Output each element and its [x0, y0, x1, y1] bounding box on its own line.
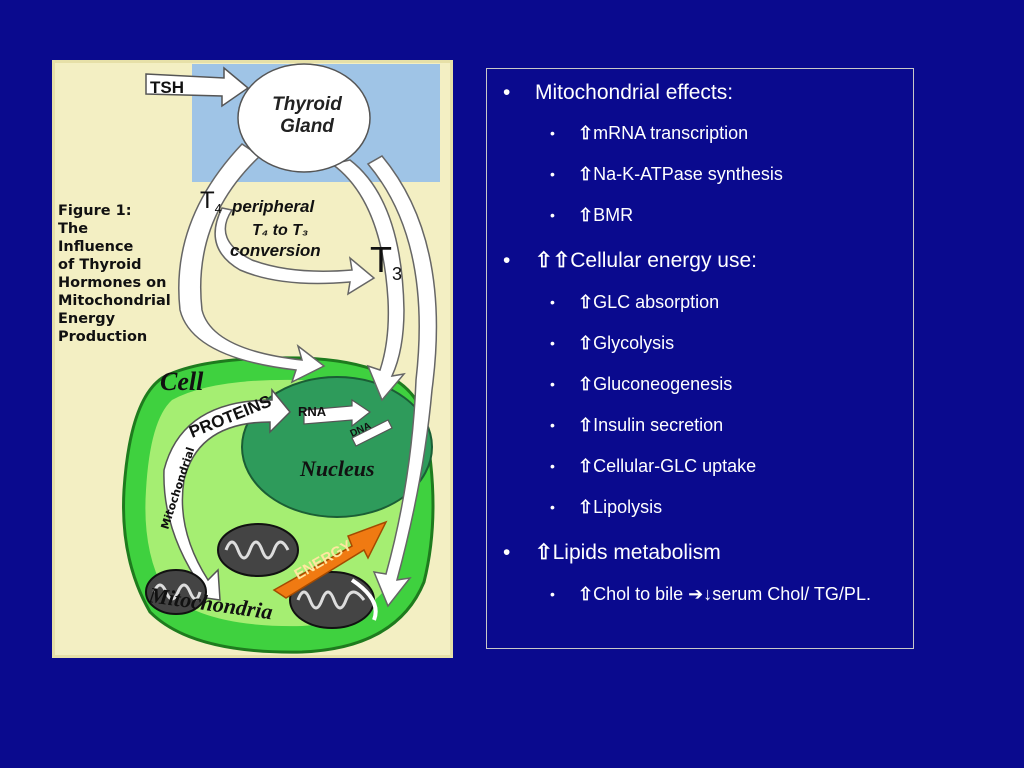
bullet-label: BMR [593, 205, 634, 225]
bullet-text: ⇧Lipolysis [578, 496, 898, 518]
bullet-label: Glycolysis [593, 333, 675, 353]
up-arrow-icon: ⇧ [535, 541, 553, 564]
pathway-arrows [178, 143, 438, 608]
bullet-text: ⇧Chol to bile ➔↓serum Chol/ TG/PL. [578, 583, 898, 605]
bullet-text: ⇧⇧Cellular energy use: [535, 249, 757, 273]
bullet-text: ⇧Gluconeogenesis [578, 373, 898, 395]
gland-line-1: Thyroid [272, 94, 342, 115]
svg-text:The: The [58, 221, 88, 237]
up-arrow-icon: ⇧ [552, 249, 571, 272]
tsh-arrow: TSH [145, 66, 250, 108]
bullet-marker: • [550, 294, 555, 310]
up-arrow-icon: ⇧ [535, 249, 553, 272]
up-arrow-icon: ⇧ [578, 456, 594, 476]
up-arrow-icon: ⇧ [578, 374, 594, 394]
bullet-text: ⇧Glycolysis [578, 332, 898, 354]
bullet-label: Lipids metabolism [552, 541, 721, 564]
bullet-label: Mitochondrial effects: [535, 81, 734, 104]
bullet-label: Gluconeogenesis [593, 374, 733, 394]
bullet-marker: • [550, 499, 555, 515]
effects-text-box: •Mitochondrial effects:•⇧mRNA transcript… [486, 68, 914, 649]
thyroid-mitochondria-figure: Thyroid Gland TSH T4 peripheral T₄ to T₃… [52, 60, 453, 658]
bullet-label: Cellular-GLC uptake [593, 456, 757, 476]
bullet-marker: • [503, 81, 511, 104]
up-arrow-icon: ⇧ [578, 415, 594, 435]
bullet-text: Mitochondrial effects: [535, 81, 733, 105]
svg-text:Production: Production [58, 329, 147, 345]
bullet-label: Insulin secretion [593, 415, 724, 435]
up-arrow-icon: ⇧ [578, 164, 594, 184]
bullet-marker: • [550, 376, 555, 392]
gland-line-2: Gland [280, 116, 334, 137]
bullet-marker: • [503, 541, 511, 564]
bullet-marker: • [550, 458, 555, 474]
bullet-marker: • [550, 335, 555, 351]
bullet-text: ⇧Na-K-ATPase synthesis [578, 163, 898, 185]
t3-label: T3 [370, 239, 402, 284]
rna-label: RNA [298, 404, 327, 419]
up-arrow-icon: ⇧ [578, 123, 594, 143]
svg-text:of Thyroid: of Thyroid [58, 257, 141, 273]
svg-text:Mitochondrial: Mitochondrial [58, 293, 171, 309]
mitochondria-shapes [145, 523, 378, 629]
bullet-marker: • [550, 417, 555, 433]
svg-text:Hormones on: Hormones on [58, 275, 166, 291]
bullet-text: ⇧BMR [578, 204, 898, 226]
up-arrow-icon: ⇧ [578, 497, 594, 517]
t4-label: T4 [200, 187, 222, 216]
svg-text:Energy: Energy [58, 311, 116, 327]
conversion-label: conversion [230, 241, 321, 260]
svg-text:Influence: Influence [58, 239, 134, 255]
bullet-marker: • [503, 249, 511, 272]
bullet-label: Na-K-ATPase synthesis [593, 164, 783, 184]
bullet-marker: • [550, 125, 555, 141]
up-arrow-icon: ⇧ [578, 333, 594, 353]
bullet-text: ⇧Lipids metabolism [535, 541, 721, 565]
up-arrow-icon: ⇧ [578, 584, 594, 604]
bullet-label: GLC absorption [593, 292, 720, 312]
bullet-text: ⇧mRNA transcription [578, 122, 898, 144]
figure-caption: Figure 1: The Influence of Thyroid Hormo… [58, 203, 171, 345]
rna-dna-arrows: RNA DNA [298, 398, 393, 447]
t4-to-t3-label: T₄ to T₃ [252, 222, 308, 239]
thyroid-gland [237, 63, 371, 173]
bullet-label: Lipolysis [593, 497, 663, 517]
tsh-label: TSH [150, 78, 184, 97]
bullet-label: mRNA transcription [593, 123, 749, 143]
bullet-label: Chol to bile ➔↓serum Chol/ TG/PL. [593, 584, 871, 604]
bullet-label: Cellular energy use: [570, 249, 757, 272]
peripheral-label: peripheral [231, 197, 315, 216]
bullet-text: ⇧GLC absorption [578, 291, 898, 313]
nucleus-label: Nucleus [299, 456, 375, 481]
up-arrow-icon: ⇧ [578, 205, 594, 225]
cell-label: Cell [160, 367, 204, 396]
up-arrow-icon: ⇧ [578, 292, 594, 312]
bullet-marker: • [550, 166, 555, 182]
svg-text:Figure 1:: Figure 1: [58, 203, 132, 219]
bullet-marker: • [550, 207, 555, 223]
bullet-marker: • [550, 586, 555, 602]
bullet-text: ⇧Cellular-GLC uptake [578, 455, 898, 477]
bullet-text: ⇧Insulin secretion [578, 414, 898, 436]
